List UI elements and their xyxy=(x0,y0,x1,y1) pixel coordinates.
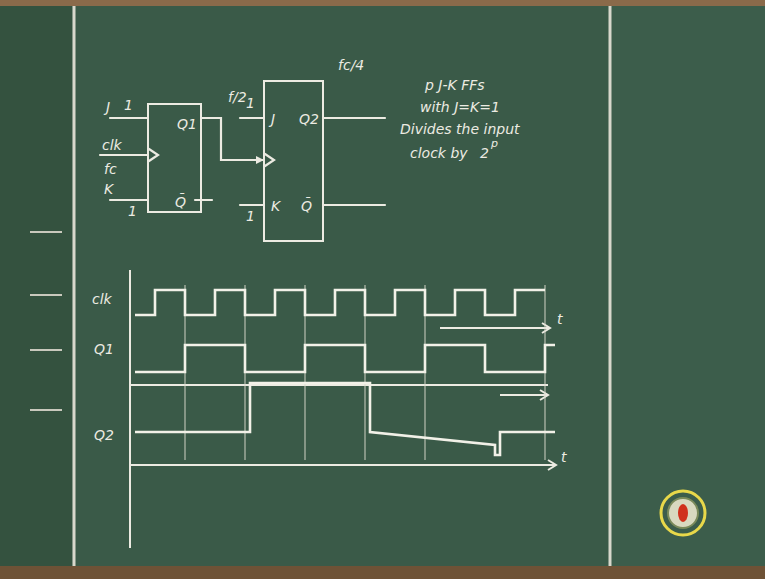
note-text: clock by xyxy=(410,146,468,160)
q2-wave xyxy=(135,383,555,455)
pin-text: Q2 xyxy=(299,112,319,126)
note-text: p J-K FFs xyxy=(425,78,485,92)
signal-label: Q1 xyxy=(94,342,114,356)
flip-flop-box: J K Q2Q̄ xyxy=(263,80,324,242)
q1-wave xyxy=(135,345,555,372)
signal-label: Q2 xyxy=(94,428,114,442)
pin-label: 1 xyxy=(124,98,133,112)
pin-label: J xyxy=(106,100,110,114)
signal-label: t xyxy=(561,450,567,464)
note-text: with J=K=1 xyxy=(420,100,500,114)
clock-wire xyxy=(202,118,263,160)
waveforms xyxy=(135,290,555,455)
pin-label: 1 xyxy=(246,96,255,110)
signal-label: t xyxy=(557,312,563,326)
right-panel xyxy=(612,0,765,579)
margin-arrows xyxy=(30,232,62,410)
note-text: 2 xyxy=(480,146,489,160)
pin-label: fc/4 xyxy=(338,58,364,72)
pin-label: 1 xyxy=(128,204,137,218)
pin-label: fc xyxy=(104,162,117,176)
note-text: p xyxy=(491,138,498,149)
pin-text: K xyxy=(271,199,280,213)
board-frame xyxy=(0,0,765,6)
pin-text: Q̄ xyxy=(301,199,312,213)
panel-edge xyxy=(609,0,612,579)
pin-text: J xyxy=(271,112,275,126)
flip-flop-wires xyxy=(100,118,385,205)
pin-label: K xyxy=(104,182,113,196)
pin-text: Q1 xyxy=(177,117,197,131)
pin-label: 1 xyxy=(246,209,255,223)
flip-flop-box: Q1Q̄ xyxy=(147,103,202,213)
left-panel xyxy=(0,0,72,579)
pin-text: Q̄ xyxy=(175,195,186,209)
clock-wave xyxy=(135,290,545,315)
chalk-tray xyxy=(0,566,765,579)
pin-label: clk xyxy=(102,138,122,152)
timing-axes xyxy=(130,270,556,548)
signal-label: clk xyxy=(92,292,112,306)
panel-edge xyxy=(73,0,76,579)
note-text: Divides the input xyxy=(400,122,520,136)
logo-icon xyxy=(661,491,705,535)
pin-label: f/2 xyxy=(228,90,247,104)
